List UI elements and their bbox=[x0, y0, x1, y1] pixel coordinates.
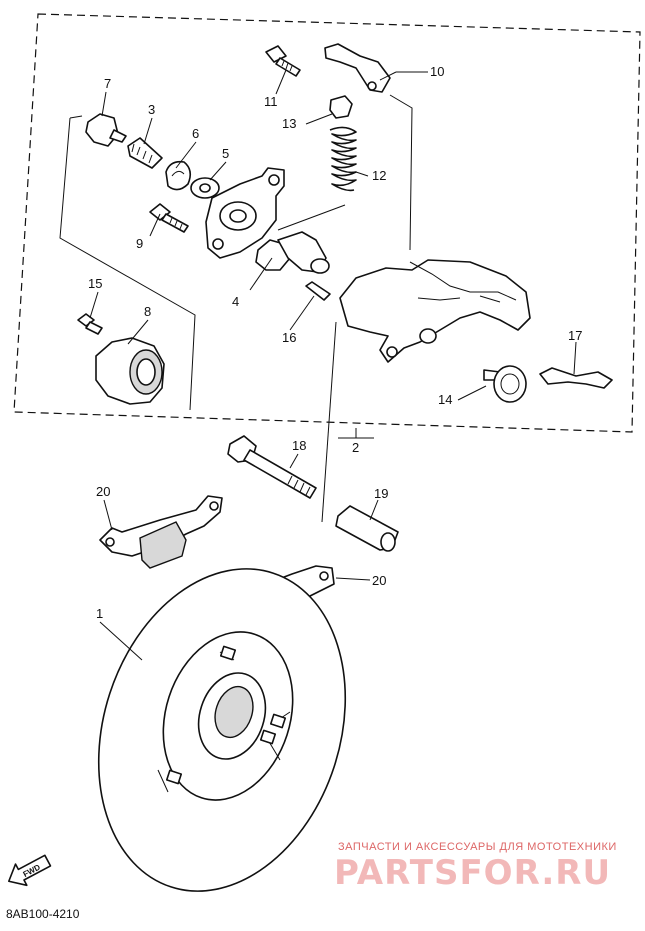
callout-3: 3 bbox=[148, 102, 155, 117]
subgroup-frame-left bbox=[59, 115, 196, 411]
callout-12: 12 bbox=[372, 168, 386, 183]
figure-code: 8AB100-4210 bbox=[6, 907, 80, 921]
fwd-arrow-icon: FWD bbox=[8, 854, 52, 887]
callout-1: 1 bbox=[96, 606, 103, 621]
pad-spring-part-17 bbox=[539, 367, 613, 389]
adjuster-part-4 bbox=[255, 231, 330, 274]
washer-part-5 bbox=[190, 177, 220, 199]
bleed-cap-part-7 bbox=[85, 113, 127, 147]
leader-lines bbox=[89, 69, 577, 661]
watermark-tagline: ЗАПЧАСТИ И АКСЕССУАРЫ ДЛЯ МОТОТЕХНИКИ bbox=[338, 841, 617, 853]
callout-6: 6 bbox=[192, 126, 199, 141]
pin-part-14 bbox=[483, 365, 527, 403]
callout-11: 11 bbox=[264, 94, 278, 109]
caliper-half-body bbox=[205, 167, 285, 259]
pin-part-16 bbox=[305, 281, 331, 301]
callout-10: 10 bbox=[430, 64, 444, 79]
sleeve-part-19 bbox=[335, 505, 399, 552]
callout-15: 15 bbox=[88, 276, 102, 291]
watermark-brand: PARTSFOR.RU bbox=[334, 853, 611, 893]
brake-pad-part-20-left bbox=[99, 495, 223, 569]
caliper-bracket bbox=[339, 259, 531, 363]
cap-part-13 bbox=[329, 95, 353, 119]
callout-20-right: 20 bbox=[372, 573, 386, 588]
spring-part-12 bbox=[329, 126, 357, 192]
callout-17: 17 bbox=[568, 328, 582, 343]
bleed-screw-part-3 bbox=[127, 137, 163, 169]
callout-14: 14 bbox=[438, 392, 452, 407]
bolt-part-11 bbox=[265, 45, 301, 77]
callout-9: 9 bbox=[136, 236, 143, 251]
callout-16: 16 bbox=[282, 330, 296, 345]
callout-19: 19 bbox=[374, 486, 388, 501]
callout-20-left: 20 bbox=[96, 484, 110, 499]
assembly-boundary bbox=[13, 13, 641, 433]
callout-2: 2 bbox=[352, 440, 359, 455]
callout-5: 5 bbox=[222, 146, 229, 161]
bracket-part-10 bbox=[324, 43, 391, 93]
bolt-part-9 bbox=[149, 203, 189, 233]
clip-part-6 bbox=[165, 160, 192, 191]
callout-13: 13 bbox=[282, 116, 296, 131]
callout-8: 8 bbox=[144, 304, 151, 319]
callout-18: 18 bbox=[292, 438, 306, 453]
piston-part-8 bbox=[95, 337, 165, 405]
bolt-part-18 bbox=[227, 435, 317, 499]
callout-7: 7 bbox=[104, 76, 111, 91]
brake-disc-part-1 bbox=[97, 568, 347, 892]
subgroup-frame-right bbox=[277, 94, 413, 251]
callout-4: 4 bbox=[232, 294, 239, 309]
